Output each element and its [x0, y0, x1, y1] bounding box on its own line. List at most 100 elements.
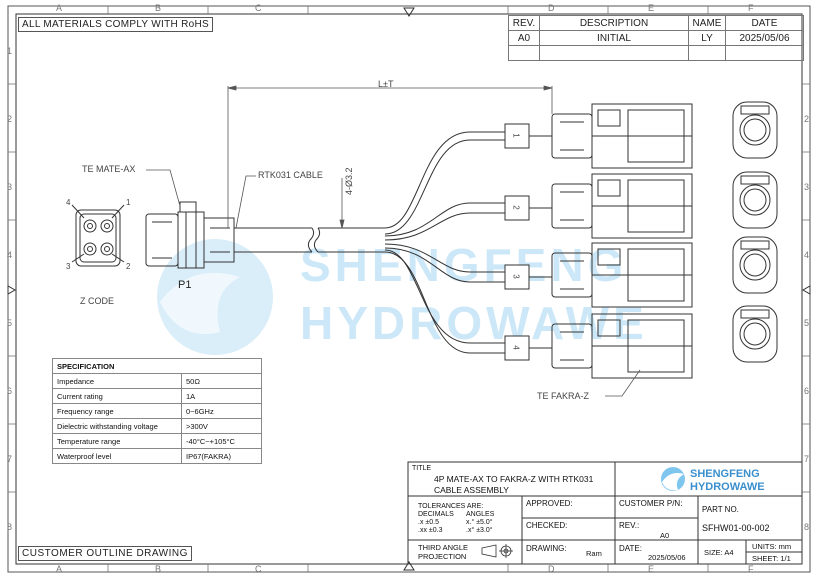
- projection-line1: THIRD ANGLE: [418, 543, 469, 552]
- angle-xx: .x° ±3.0°: [466, 527, 493, 534]
- pin-3-label: 3: [66, 262, 71, 271]
- watermark-line2: HYDROWAWE: [300, 297, 648, 349]
- z-code-face-view: [71, 204, 125, 267]
- grid-col-f: F: [748, 3, 754, 13]
- company-logo-icon: [661, 467, 685, 491]
- tolerance-xx: .xx ±0.3: [418, 527, 443, 534]
- revision-table: REV. DESCRIPTION NAME DATE A0 INITIAL LY…: [508, 15, 804, 61]
- grid-row-1: 1: [7, 46, 13, 56]
- grid-row-6-right: 6: [804, 386, 810, 396]
- revision-row: A0 INITIAL LY 2025/05/06: [508, 30, 804, 46]
- grid-row-2: 2: [7, 114, 13, 124]
- rtk031-cable-label: RTK031 CABLE: [258, 170, 323, 180]
- length-label: L±T: [378, 79, 394, 89]
- z-code-label: Z CODE: [80, 296, 115, 306]
- grid-row-7-right: 7: [804, 454, 810, 464]
- grid-row-4-right: 4: [804, 250, 810, 260]
- third-angle-projection-icon: [481, 544, 513, 558]
- grid-col-c-bottom: C: [255, 564, 262, 574]
- grid-col-f-bottom: F: [748, 564, 754, 574]
- spec-row: Impedance 50Ω: [52, 373, 262, 389]
- revision-empty-row: [508, 45, 804, 61]
- pin-2-label: 2: [126, 262, 131, 271]
- grid-row-3: 3: [7, 182, 13, 192]
- grid-col-a: A: [56, 3, 63, 13]
- grid-row-8-right: 8: [804, 522, 810, 532]
- rev-value: A0: [660, 531, 670, 540]
- decimals-label: DECIMALS: [418, 511, 454, 518]
- grid-row-7: 7: [7, 454, 13, 464]
- tolerance-x: .x ±0.5: [418, 519, 439, 526]
- specification-table: SPECIFICATION Impedance 50Ω Current rati…: [52, 358, 262, 464]
- te-mate-ax-label: TE MATE-AX: [82, 164, 136, 174]
- spec-row: Dielectric withstanding voltage >300V: [52, 418, 262, 434]
- cable-trunk: [234, 227, 385, 253]
- title-line2: CABLE ASSEMBLY: [434, 485, 509, 495]
- grid-col-c: C: [255, 3, 262, 13]
- angle-x: x.° ±5.0°: [466, 519, 493, 526]
- grid-row-5: 5: [7, 318, 13, 328]
- spec-value: IP67(FAKRA): [181, 448, 262, 464]
- cable-branches: [384, 131, 552, 354]
- logo-line1: SHENGFENG: [690, 468, 760, 480]
- grid-col-d: D: [548, 3, 555, 13]
- size-label: SIZE: A4: [704, 548, 734, 557]
- fakra-connectors: [551, 103, 693, 379]
- branch-box-3: [504, 264, 530, 290]
- grid-col-a-bottom: A: [56, 564, 63, 574]
- units-label: UNITS: mm: [752, 542, 792, 551]
- grid-row-2-right: 2: [804, 114, 810, 124]
- sheet-label: SHEET: 1/1: [752, 554, 791, 563]
- logo-line2: HYDROWAWE: [690, 481, 765, 493]
- angles-label: ANGLES: [466, 511, 495, 518]
- customer-pn-label: CUSTOMER P/N:: [619, 499, 683, 508]
- rtk031-leader: [235, 175, 256, 229]
- projection-line2: PROJECTION: [418, 552, 467, 561]
- branch-box-1: [504, 123, 530, 149]
- grid-row-6: 6: [7, 386, 13, 396]
- te-fakra-z-leader: [605, 369, 641, 397]
- date-value: 2025/05/06: [648, 553, 686, 562]
- p1-label: P1: [178, 279, 192, 291]
- diameter-leader: [339, 178, 345, 229]
- grid-row-3-right: 3: [804, 182, 810, 192]
- date-label: DATE:: [619, 544, 642, 553]
- length-dimension: [227, 85, 553, 228]
- title-line1: 4P MATE-AX TO FAKRA-Z WITH RTK031: [434, 474, 594, 484]
- grid-col-b: B: [155, 3, 162, 13]
- grid-col-d-bottom: D: [548, 564, 555, 574]
- part-no-value: SFHW01-00-002: [702, 523, 770, 533]
- branch-box-4: [504, 335, 530, 361]
- pin-1-label: 1: [126, 198, 131, 207]
- spec-row: Current rating 1A: [52, 388, 262, 404]
- fakra-end-views: [732, 101, 778, 363]
- part-no-label: PART NO.: [702, 505, 739, 514]
- drawing-type-label: CUSTOMER OUTLINE DRAWING: [18, 546, 192, 561]
- grid-col-b-bottom: B: [155, 564, 162, 574]
- rohs-note: ALL MATERIALS COMPLY WITH RoHS: [18, 17, 214, 32]
- te-mate-ax-leader: [146, 169, 181, 207]
- title-label: TITLE: [412, 465, 432, 472]
- grid-row-8: 8: [7, 522, 13, 532]
- rev-label: REV.:: [619, 521, 640, 530]
- spec-row: Frequency range 0~6GHz: [52, 403, 262, 419]
- grid-col-e-bottom: E: [648, 564, 655, 574]
- mate-ax-connector: [145, 201, 235, 269]
- grid-row-4: 4: [7, 250, 13, 260]
- te-fakra-z-label: TE FAKRA-Z: [537, 391, 590, 401]
- checked-label: CHECKED:: [526, 521, 568, 530]
- grid-row-5-right: 5: [804, 318, 810, 328]
- branch-box-2: [504, 195, 530, 221]
- drawing-value: Ram: [586, 549, 602, 558]
- drawing-label: DRAWING:: [526, 544, 567, 553]
- approved-label: APPROVED:: [526, 499, 573, 508]
- spec-row: Waterproof level IP67(FAKRA): [52, 448, 262, 464]
- tolerances-label: TOLERANCES ARE:: [418, 503, 484, 510]
- pin-4-label: 4: [66, 198, 71, 207]
- watermark-line1: SHENGFENG: [300, 239, 628, 291]
- revision-header-row: REV. DESCRIPTION NAME DATE: [508, 15, 804, 31]
- grid-col-e: E: [648, 3, 655, 13]
